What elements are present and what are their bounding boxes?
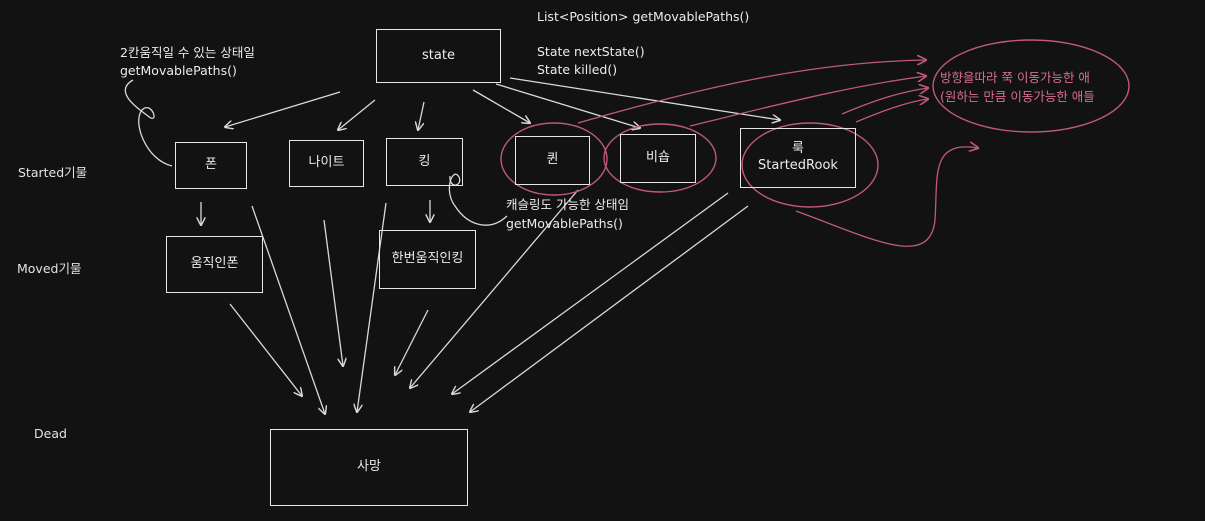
arrow-knight-to-dead [323, 219, 343, 366]
node-moved-king[interactable]: 한번움직인킹 [379, 230, 476, 289]
node-moved-king-label: 한번움직인킹 [391, 251, 464, 267]
arrow-state-to-king [418, 101, 425, 130]
node-bishop[interactable]: 비숍 [620, 134, 696, 183]
node-queen[interactable]: 퀸 [515, 136, 590, 185]
arrow-rook-to-dead [470, 205, 749, 412]
node-king[interactable]: 킹 [386, 138, 463, 186]
pink-arrow-rook-to-note-2 [855, 99, 928, 123]
node-queen-label: 퀸 [546, 152, 559, 168]
node-knight[interactable]: 나이트 [289, 140, 364, 187]
node-moved-pawn-label: 움직인폰 [190, 256, 239, 272]
row-label-dead: Dead [34, 426, 67, 441]
arrow-state-to-queen [472, 89, 530, 123]
method-killed: State killed() [537, 62, 618, 77]
arrow-pawn-to-dead [251, 205, 325, 414]
highlight-note-ellipse [932, 39, 1130, 133]
pink-arrow-bishop-to-note [689, 76, 926, 127]
arrow-state-to-knight [338, 99, 376, 130]
method-next-state: State nextState() [537, 44, 645, 59]
highlight-rook-ellipse [741, 122, 879, 208]
note-castling-line1: 캐슬링도 가능한 상태임 [506, 197, 629, 212]
arrow-moved-pawn-to-dead [229, 303, 302, 396]
note-direction-line2: (원하는 만큼 이동가능한 애들 [940, 89, 1095, 104]
note-two-step-line1: 2칸움직일 수 있는 상태일 [120, 45, 255, 60]
node-knight-label: 나이트 [308, 155, 345, 171]
arrow-bishop-to-dead [452, 192, 729, 394]
node-dead[interactable]: 사망 [270, 429, 468, 506]
note-two-step-line2: getMovablePaths() [120, 63, 237, 78]
node-rook-label: 룩 [792, 141, 804, 157]
node-pawn[interactable]: 폰 [175, 142, 247, 189]
pink-arrow-queen-to-note [577, 60, 926, 124]
highlight-queen-ellipse [500, 122, 608, 196]
node-state[interactable]: state [376, 29, 501, 83]
arrow-state-to-bishop [495, 83, 640, 128]
arrow-king-to-dead [357, 202, 387, 412]
note-castling-line2: getMovablePaths() [506, 216, 623, 231]
node-bishop-label: 비숍 [646, 150, 670, 166]
arrow-state-to-rook [509, 77, 780, 120]
node-rook-sublabel: StartedRook [758, 158, 838, 173]
row-label-started: Started기물 [18, 165, 88, 180]
pink-arrow-loop-to-note [795, 147, 978, 247]
node-state-label: state [422, 47, 455, 63]
arrow-moved-king-to-dead [395, 309, 429, 375]
node-pawn-label: 폰 [205, 157, 217, 173]
curl-two-step-note [124, 79, 173, 167]
method-get-movable-paths: List<Position> getMovablePaths() [537, 9, 750, 24]
note-direction-line1: 방향을따라 쭉 이동가능한 애 [940, 70, 1090, 85]
arrow-queen-to-dead [410, 189, 579, 388]
node-dead-label: 사망 [357, 459, 381, 475]
row-label-moved: Moved기물 [17, 261, 82, 276]
node-king-label: 킹 [418, 153, 431, 169]
curl-castling-note [448, 173, 508, 226]
arrow-state-to-pawn [225, 91, 341, 127]
highlight-bishop-ellipse [603, 123, 717, 193]
node-rook[interactable]: 룩 StartedRook [740, 128, 856, 188]
node-moved-pawn[interactable]: 움직인폰 [166, 236, 263, 293]
pink-arrow-rook-to-note [841, 88, 928, 115]
